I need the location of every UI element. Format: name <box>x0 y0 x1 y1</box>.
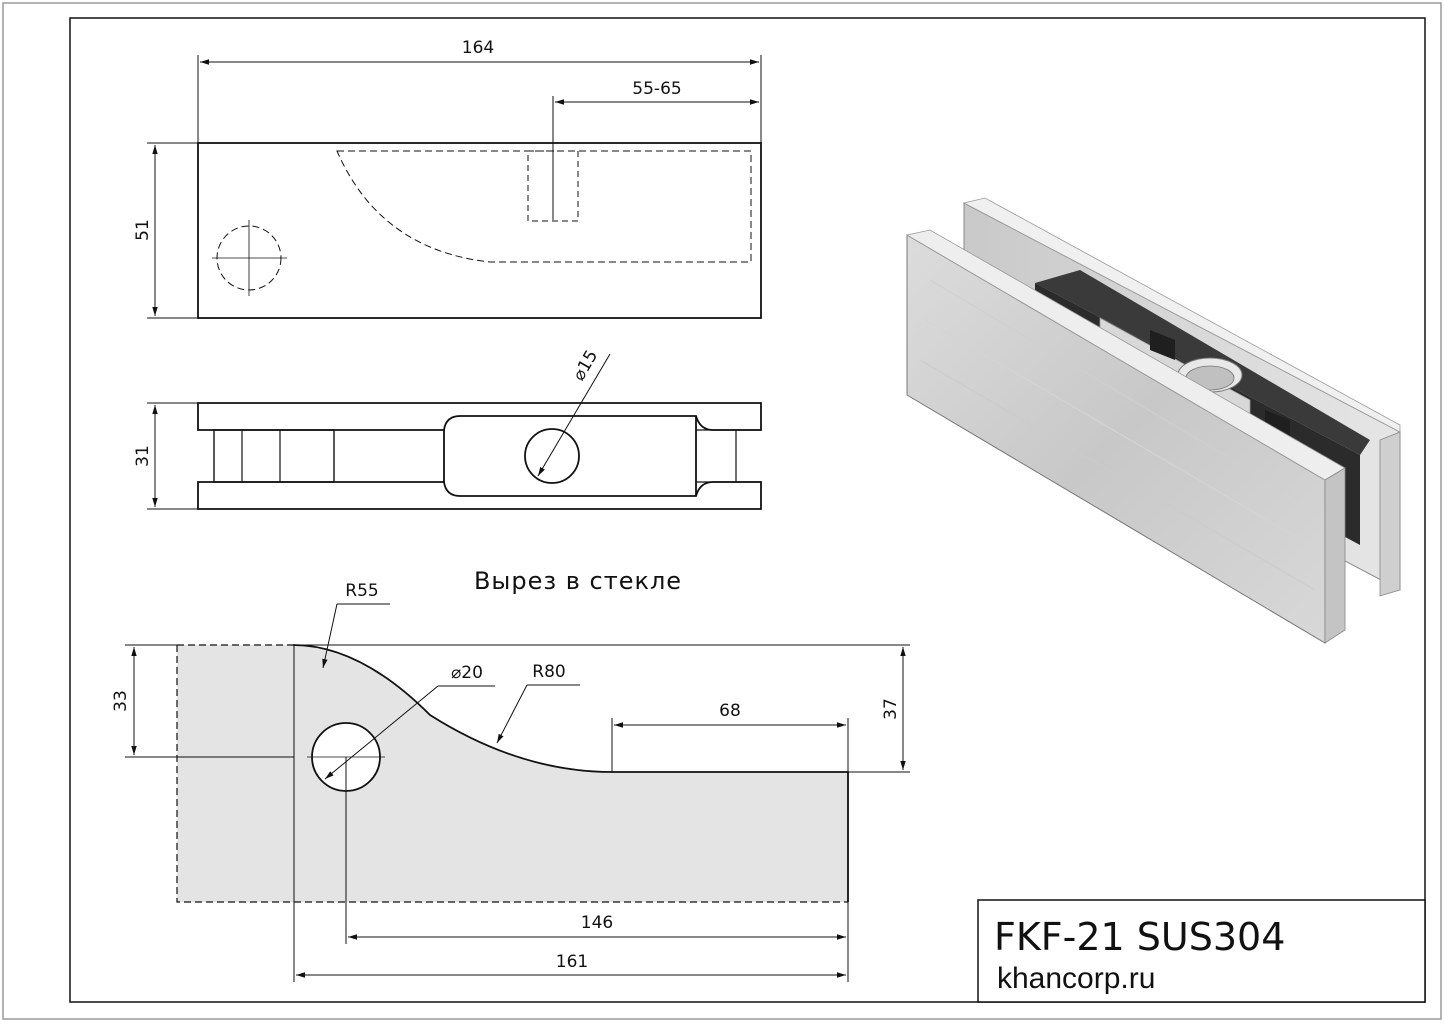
dim-161-label: 161 <box>556 952 588 972</box>
dim-15-label: ⌀15 <box>569 347 602 385</box>
dim-r55-label: R55 <box>345 581 378 601</box>
dim-37-label: 37 <box>881 698 901 720</box>
cutout-view <box>125 603 910 982</box>
website-label: khancorp.ru <box>997 962 1155 995</box>
dim-31-label: 31 <box>133 445 153 467</box>
dim-68-label: 68 <box>719 701 741 721</box>
dim-51-label: 51 <box>133 219 153 241</box>
dim-d20-label: ⌀20 <box>451 663 483 683</box>
drawing-border <box>69 17 1426 1003</box>
dim-33-label: 33 <box>111 690 131 712</box>
dim-146-label: 146 <box>581 913 613 933</box>
side-view <box>147 353 762 510</box>
dim-55-65-label: 55-65 <box>632 79 681 99</box>
cutout-caption: Вырез в стекле <box>474 567 682 595</box>
model-title: FKF-21 SUS304 <box>994 915 1285 959</box>
top-view <box>147 55 762 319</box>
dim-r80-label: R80 <box>532 662 565 682</box>
glass-clamp-isometric-icon <box>905 197 1401 644</box>
dim-164-label: 164 <box>462 38 494 58</box>
title-block <box>977 899 1426 1003</box>
